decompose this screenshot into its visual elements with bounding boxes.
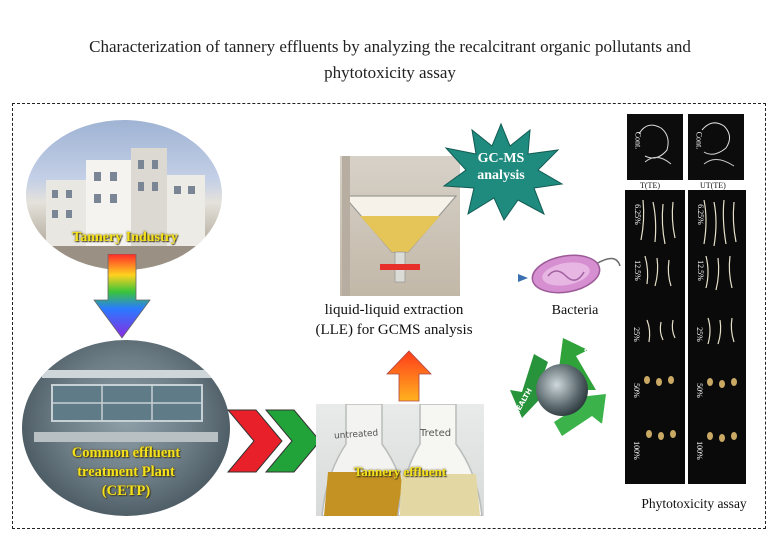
cetp-label: Common effluent treatment Plant (CETP) — [28, 444, 224, 501]
gcms-label-line-1: GC-MS — [477, 151, 525, 166]
conc-left-1: 6.25% — [632, 204, 642, 225]
phytotoxicity-label: Phytotoxicity assay — [641, 496, 747, 511]
strip-header-right: UT(TE) — [700, 181, 726, 190]
recycle-earth-icon — [510, 338, 606, 436]
gcms-label: GC-MS analysis — [458, 150, 544, 184]
lle-label: liquid-liquid extraction (LLE) for GCMS … — [296, 300, 492, 340]
gcms-starburst — [442, 122, 564, 222]
cetp-label-line-1: Common effluent — [71, 445, 181, 461]
conc-right-5: 100% — [694, 441, 704, 460]
tannery-buildings — [26, 148, 222, 270]
separatory-funnel-photo — [340, 156, 460, 296]
title-line-2: phytotoxicity assay — [324, 63, 456, 82]
diagram-frame — [12, 103, 766, 529]
tannery-effluent-photo: untreated Treted — [316, 404, 484, 516]
effluent-flasks — [321, 404, 483, 516]
control-box-right: Cont. — [688, 114, 744, 180]
rainbow-down-arrow — [93, 254, 151, 339]
conc-left-3: 25% — [631, 327, 641, 342]
seedling-strip-right: 6.25% 12.5% 25% 50% 100% — [688, 190, 746, 484]
flask-treated-label: Treted — [420, 428, 452, 439]
bacteria-icon — [531, 254, 621, 294]
tannery-effluent-label: Tannery effluent — [353, 464, 447, 479]
orange-up-arrow — [386, 350, 432, 402]
cetp-label-line-3: (CETP) — [101, 483, 151, 499]
dotted-arrow — [518, 274, 528, 282]
chevron-arrows — [226, 409, 321, 473]
control-label-right: Cont. — [694, 131, 704, 150]
conc-left-2: 12.5% — [632, 260, 642, 281]
cetp-label-line-2: treatment Plant — [77, 464, 175, 480]
cetp-photo — [22, 340, 230, 516]
tannery-industry-label: Tannery Industry — [72, 230, 178, 245]
conc-right-1: 6.25% — [695, 204, 705, 225]
control-box-left: Cont. — [627, 114, 683, 180]
cetp-tanks — [34, 370, 218, 442]
seedling-strip-left: 6.25% 12.5% 25% 50% 100% — [625, 190, 685, 484]
conc-right-2: 12.5% — [695, 260, 705, 281]
bacteria-label: Bacteria — [551, 303, 599, 318]
conc-left-4: 50% — [631, 383, 641, 398]
title-line-1: Characterization of tannery effluents by… — [89, 37, 691, 56]
control-label-left: Cont. — [633, 131, 643, 150]
seedlings-right — [703, 199, 737, 442]
conc-right-3: 25% — [694, 327, 704, 342]
gcms-label-line-2: analysis — [477, 168, 525, 183]
conc-left-5: 100% — [631, 441, 641, 460]
funnel-drawing — [342, 156, 458, 296]
tannery-industry-photo — [26, 120, 222, 270]
diagram-title: Characterization of tannery effluents by… — [20, 34, 760, 86]
strip-header-left: T(TE) — [640, 181, 660, 190]
conc-right-4: 50% — [694, 383, 704, 398]
lle-label-line-2: (LLE) for GCMS analysis — [315, 322, 473, 338]
lle-label-line-1: liquid-liquid extraction — [324, 302, 464, 318]
control-seedlings-left — [638, 124, 672, 165]
control-seedlings-right — [701, 122, 735, 167]
seedlings-left — [640, 199, 676, 440]
